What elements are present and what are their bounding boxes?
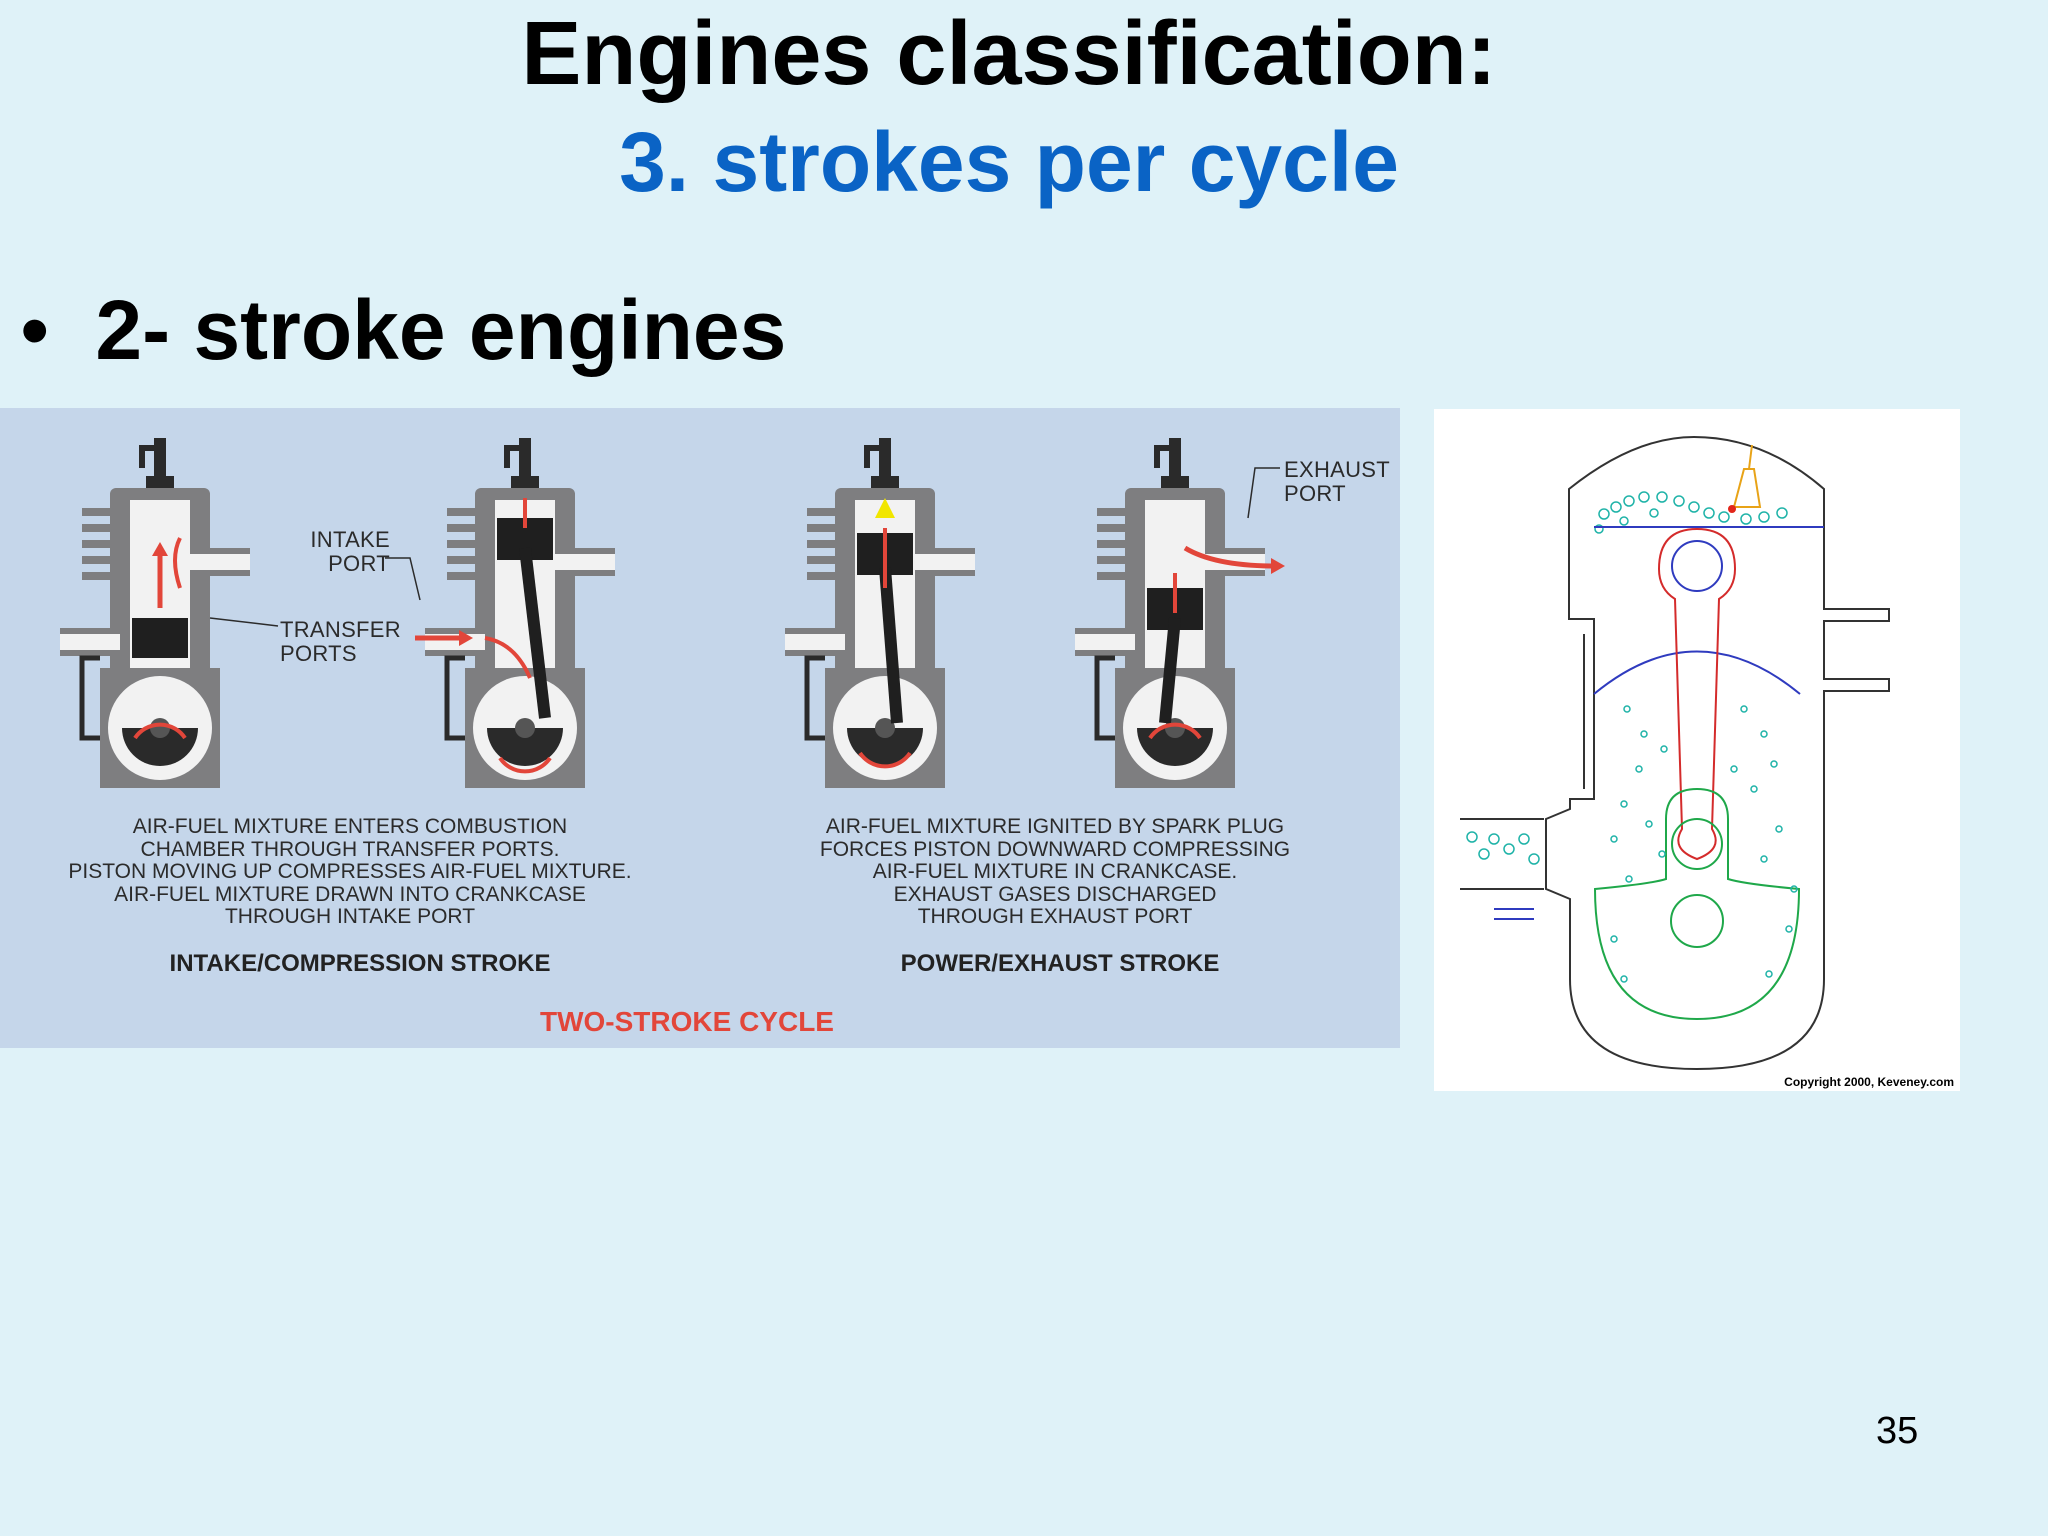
intake-compression-caption: AIR-FUEL MIXTURE ENTERS COMBUSTION CHAMB…	[30, 815, 670, 929]
caption-line: AIR-FUEL MIXTURE DRAWN INTO CRANKCASE	[114, 882, 586, 906]
caption-line: FORCES PISTON DOWNWARD COMPRESSING	[819, 837, 1291, 861]
copyright-notice: Copyright 2000, Keveney.com	[1784, 1075, 1954, 1089]
caption-line: AIR-FUEL MIXTURE ENTERS COMBUSTION	[132, 815, 568, 838]
engine-animation-frame: Copyright 2000, Keveney.com	[1434, 409, 1960, 1091]
caption-line: AIR-FUEL MIXTURE IN CRANKCASE.	[872, 860, 1238, 883]
bullet-item: • 2- stroke engines	[20, 280, 786, 380]
bullet-text: 2- stroke engines	[95, 283, 787, 377]
caption-line: EXHAUST GASES DISCHARGED	[893, 882, 1217, 906]
caption-line: AIR-FUEL MIXTURE IGNITED BY SPARK PLUG	[825, 815, 1285, 838]
engine-cutaways	[0, 408, 1285, 1048]
exhaust-port-label: EXHAUST PORT	[1284, 457, 1390, 506]
intake-port-label: INTAKE PORT	[310, 527, 390, 576]
caption-line: PISTON MOVING UP COMPRESSES AIR-FUEL MIX…	[68, 860, 632, 883]
slide-subtitle: 3. strokes per cycle	[619, 115, 1399, 209]
bullet-marker: •	[20, 283, 50, 377]
slide-title: Engines classification:	[521, 4, 1497, 104]
intake-compression-stroke-label: INTAKE/COMPRESSION STROKE	[169, 950, 551, 977]
two-stroke-cycle-illustration: INTAKE PORT TRANSFER PORTS EXHAUST PORT …	[0, 408, 1400, 1048]
power-exhaust-stroke-label: POWER/EXHAUST STROKE	[900, 950, 1220, 977]
two-stroke-cycle-title: TWO-STROKE CYCLE	[540, 1006, 834, 1037]
caption-line: THROUGH EXHAUST PORT	[917, 905, 1193, 928]
power-exhaust-caption: AIR-FUEL MIXTURE IGNITED BY SPARK PLUG F…	[740, 815, 1370, 929]
caption-line: CHAMBER THROUGH TRANSFER PORTS.	[140, 837, 560, 861]
transfer-ports-label: TRANSFER PORTS	[280, 617, 401, 666]
page-number: 35	[1876, 1410, 1919, 1452]
two-stroke-engine-schematic	[1460, 435, 1890, 1071]
caption-line: THROUGH INTAKE PORT	[224, 905, 476, 928]
